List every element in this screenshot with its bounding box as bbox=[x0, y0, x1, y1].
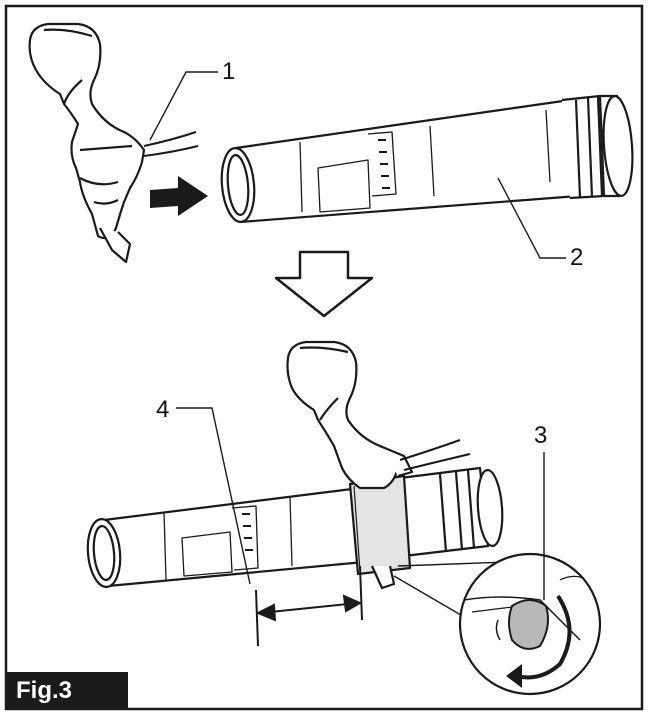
rotate-arrow bbox=[515, 594, 572, 680]
callout-1: 1 bbox=[222, 58, 236, 85]
lock-knob bbox=[508, 599, 549, 650]
scale-marks-top bbox=[378, 139, 390, 189]
grip-handle-bottom bbox=[286, 340, 414, 590]
callout-2: 2 bbox=[570, 244, 584, 271]
leader-line-4 bbox=[176, 407, 251, 585]
leader-line-1 bbox=[149, 71, 218, 141]
figure-label: Fig.3 bbox=[6, 672, 128, 709]
callout-4: 4 bbox=[156, 396, 170, 423]
insert-arrow bbox=[150, 176, 208, 216]
scale-marks-bottom bbox=[242, 513, 253, 551]
length-dimension bbox=[255, 565, 363, 647]
pipe-tube-bottom bbox=[86, 466, 504, 588]
callout-3: 3 bbox=[534, 422, 548, 449]
knob-detail-circle bbox=[458, 552, 602, 696]
step-down-arrow bbox=[274, 250, 374, 318]
pipe-tube-top bbox=[220, 94, 634, 224]
handle-cable-top bbox=[143, 131, 199, 157]
leader-line-2 bbox=[497, 177, 566, 259]
handle-cable-bottom bbox=[399, 439, 471, 471]
grip-handle-top bbox=[28, 22, 146, 264]
